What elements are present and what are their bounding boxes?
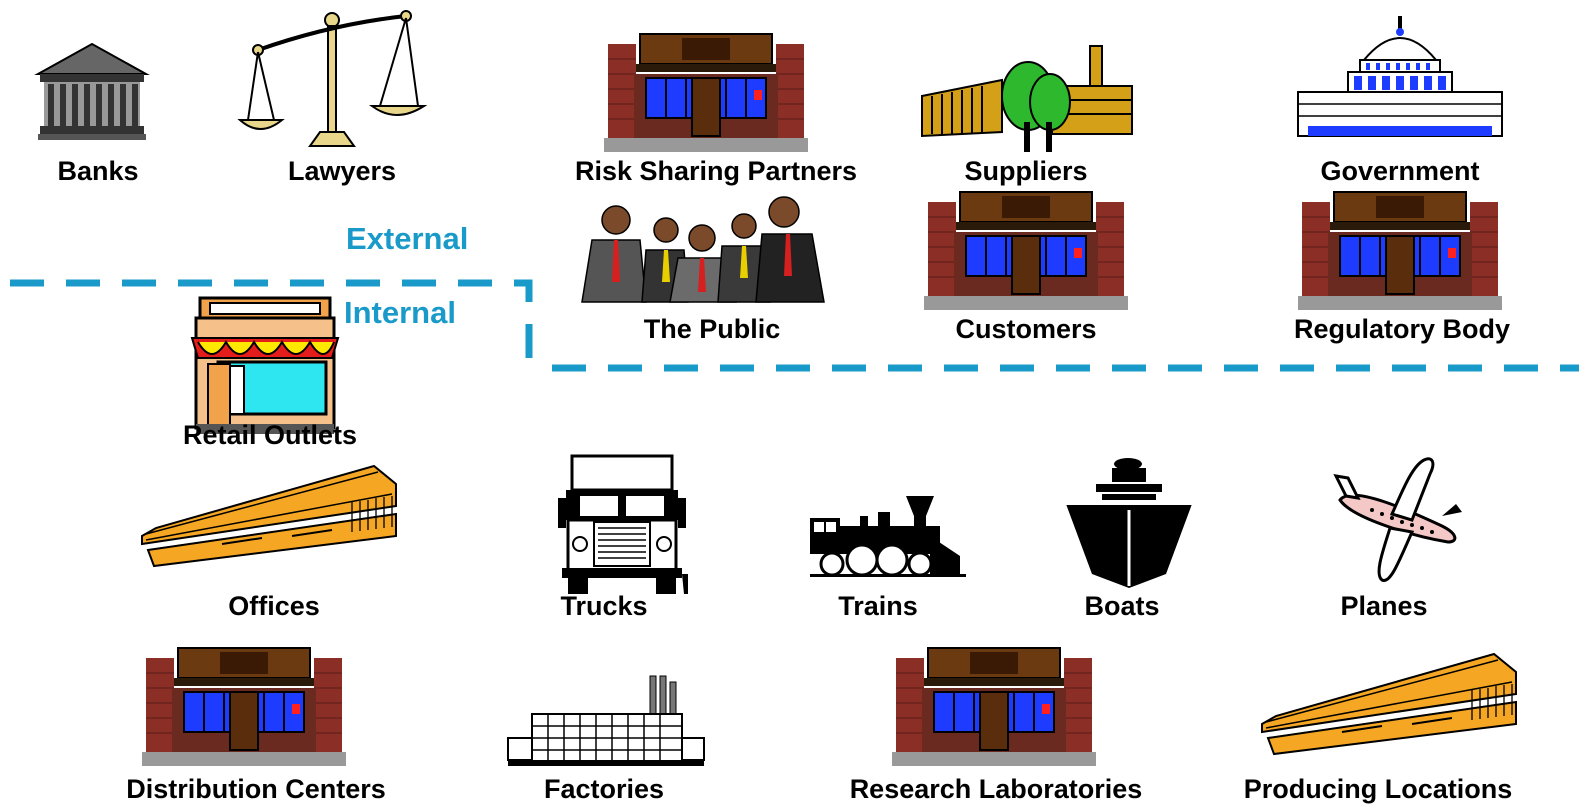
office-building-icon bbox=[141, 465, 397, 567]
label-offices: Offices bbox=[228, 591, 320, 621]
label-trucks: Trucks bbox=[560, 591, 648, 621]
label-retail-outlets: Retail Outlets bbox=[182, 420, 358, 450]
label-risk-sharing-partners: Risk Sharing Partners bbox=[574, 156, 858, 186]
capitol-icon bbox=[1297, 15, 1503, 137]
storefront-icon bbox=[141, 647, 347, 767]
factory-icon bbox=[507, 675, 705, 767]
label-customers: Customers bbox=[955, 314, 1097, 344]
label-banks: Banks bbox=[57, 156, 139, 186]
label-boats: Boats bbox=[1084, 591, 1160, 621]
label-government: Government bbox=[1320, 156, 1480, 186]
label-factories: Factories bbox=[543, 774, 665, 804]
bank-icon bbox=[37, 43, 147, 141]
label-suppliers: Suppliers bbox=[964, 156, 1088, 186]
office-building-icon bbox=[1261, 653, 1517, 755]
retail-shop-icon bbox=[190, 296, 340, 436]
boat-icon bbox=[1064, 456, 1194, 590]
people-group-icon bbox=[581, 196, 825, 303]
label-lawyers: Lawyers bbox=[287, 156, 397, 186]
plane-icon bbox=[1334, 457, 1464, 583]
label-distribution-centers: Distribution Centers bbox=[126, 774, 386, 804]
storefront-icon bbox=[1297, 191, 1503, 311]
zone-label-external: External bbox=[346, 221, 469, 256]
external-internal-boundary bbox=[10, 279, 1579, 372]
storefront-icon bbox=[603, 33, 809, 153]
boundary-upper-segment bbox=[10, 279, 533, 368]
storefront-icon bbox=[891, 647, 1097, 767]
label-the-public: The Public bbox=[643, 314, 781, 344]
scales-icon bbox=[238, 9, 426, 148]
label-planes: Planes bbox=[1340, 591, 1428, 621]
label-producing-locations: Producing Locations bbox=[1243, 774, 1513, 804]
truck-icon bbox=[556, 454, 690, 596]
label-research-laboratories: Research Laboratories bbox=[849, 774, 1143, 804]
zone-label-internal: Internal bbox=[344, 295, 456, 330]
label-trains: Trains bbox=[838, 591, 918, 621]
supplier-building-icon bbox=[921, 45, 1133, 153]
train-icon bbox=[808, 494, 968, 579]
label-regulatory-body: Regulatory Body bbox=[1293, 314, 1511, 344]
storefront-icon bbox=[923, 191, 1129, 311]
